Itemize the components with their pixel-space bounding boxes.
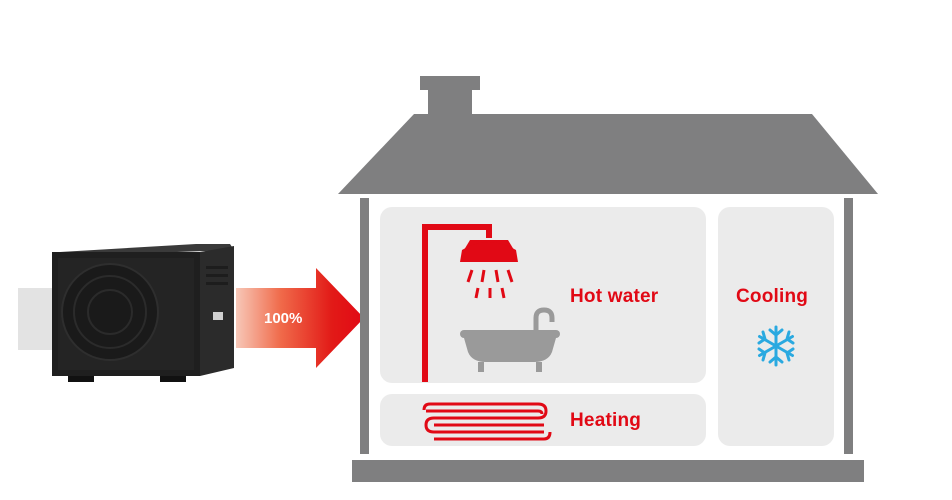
underfloor-heating-icon [422, 402, 552, 441]
house-icon [338, 76, 878, 482]
cooling-label: Cooling [736, 286, 809, 307]
percent-label: 100% [264, 310, 303, 327]
snowflake-icon [757, 325, 795, 367]
shower-icon [422, 224, 518, 382]
heating-label: Heating [570, 410, 642, 431]
heat-pump-unit-icon [52, 244, 234, 382]
arrow-right-icon [236, 268, 364, 368]
hot-water-label: Hot water [570, 286, 659, 307]
bathtub-icon [460, 307, 560, 372]
